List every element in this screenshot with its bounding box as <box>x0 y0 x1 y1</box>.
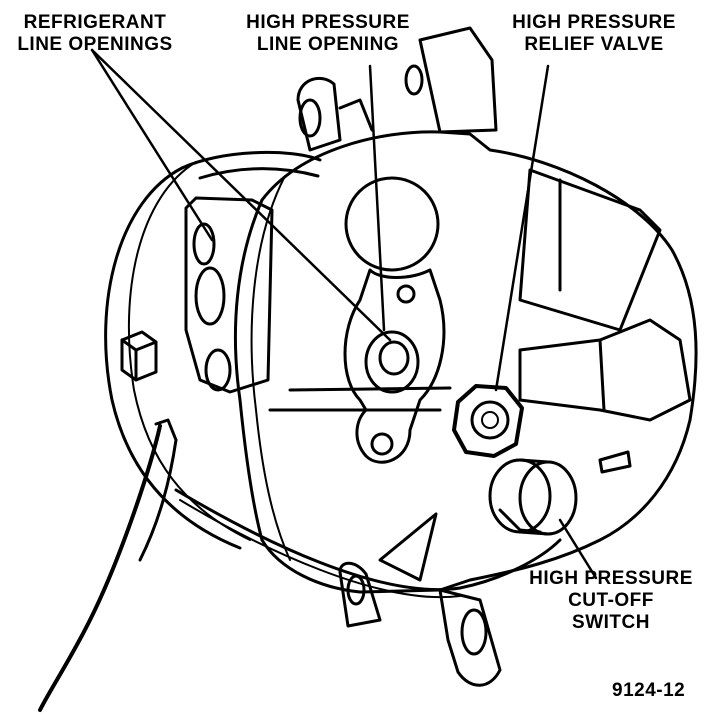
label-line: REFRIGERANT <box>23 12 167 33</box>
refrigerant-flange <box>184 196 274 394</box>
label-line: CUT-OFF <box>568 590 654 611</box>
label-high-pressure-relief-valve: HIGH PRESSURE RELIEF VALVE <box>486 12 702 56</box>
top-mounting-ears <box>296 26 498 152</box>
label-refrigerant-line-openings: REFRIGERANT LINE OPENINGS <box>0 12 190 56</box>
side-bolt <box>120 330 158 382</box>
label-line: SWITCH <box>572 612 650 633</box>
compressor-body <box>104 150 322 550</box>
end-plate <box>233 130 698 594</box>
relief-valve <box>452 384 524 458</box>
center-port-plate <box>343 176 446 464</box>
leader-hp-line <box>368 64 386 332</box>
wire-harness <box>38 418 562 712</box>
bottom-mounting-ears <box>338 561 502 687</box>
leader-refrigerant-1 <box>90 48 214 242</box>
label-line: HIGH PRESSURE <box>512 12 676 33</box>
label-line: HIGH PRESSURE <box>529 568 693 589</box>
label-high-pressure-cutoff-switch: HIGH PRESSURE CUT-OFF SWITCH <box>518 568 704 634</box>
leader-cutoff <box>558 518 598 580</box>
cutoff-switch <box>488 458 578 536</box>
label-high-pressure-line-opening: HIGH PRESSURE LINE OPENING <box>228 12 428 56</box>
label-line: LINE OPENINGS <box>17 34 173 55</box>
leader-lines <box>90 48 598 580</box>
slot <box>598 450 632 474</box>
label-line: LINE OPENING <box>256 34 400 55</box>
leader-relief <box>494 64 550 392</box>
figure-number: 9124-12 <box>612 680 686 701</box>
label-line: HIGH PRESSURE <box>246 12 410 33</box>
label-line: RELIEF VALVE <box>524 34 664 55</box>
casting-ribs <box>268 168 692 422</box>
leader-refrigerant-2 <box>90 48 392 342</box>
